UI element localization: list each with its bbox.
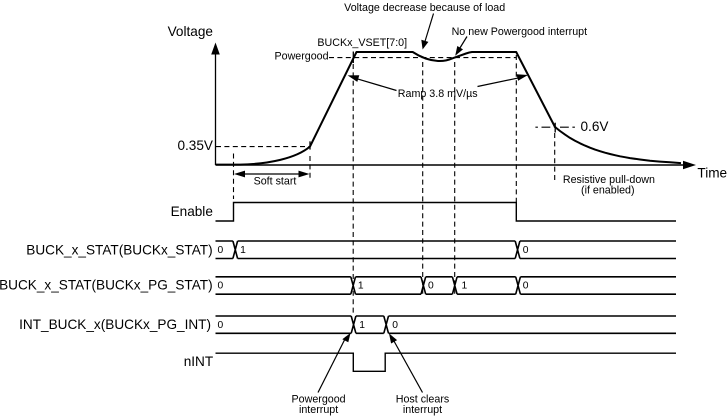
svg-text:INT_BUCK_x(BUCKx_PG_INT): INT_BUCK_x(BUCKx_PG_INT) <box>19 317 211 332</box>
svg-text:0: 0 <box>218 245 224 256</box>
svg-text:No new Powergood interrupt: No new Powergood interrupt <box>452 26 587 38</box>
svg-text:1: 1 <box>358 281 364 292</box>
svg-text:0: 0 <box>523 281 529 292</box>
svg-text:(if enabled): (if enabled) <box>581 185 634 197</box>
svg-text:BUCK_x_STAT(BUCKx_PG_STAT): BUCK_x_STAT(BUCKx_PG_STAT) <box>0 278 213 293</box>
svg-text:nINT: nINT <box>184 354 213 369</box>
svg-text:interrupt: interrupt <box>403 404 442 416</box>
svg-text:1: 1 <box>240 245 246 256</box>
svg-text:Powergood: Powergood <box>292 394 346 406</box>
svg-text:Voltage decrease because of lo: Voltage decrease because of load <box>344 2 505 14</box>
svg-text:0.35V: 0.35V <box>177 138 213 153</box>
svg-text:BUCK_x_STAT(BUCKx_STAT): BUCK_x_STAT(BUCKx_STAT) <box>26 243 212 258</box>
svg-text:0: 0 <box>218 320 224 331</box>
svg-text:0: 0 <box>218 281 224 292</box>
svg-text:Soft start: Soft start <box>254 176 297 188</box>
svg-text:0: 0 <box>392 320 398 331</box>
svg-text:Powergood: Powergood <box>275 51 329 63</box>
svg-text:1: 1 <box>359 320 365 331</box>
svg-text:Time: Time <box>697 166 727 181</box>
svg-text:0: 0 <box>523 245 529 256</box>
svg-text:0: 0 <box>428 281 434 292</box>
svg-text:Ramp 3.8 mV/µs: Ramp 3.8 mV/µs <box>398 88 478 100</box>
svg-text:Host clears: Host clears <box>396 394 449 406</box>
svg-text:Voltage: Voltage <box>168 24 213 39</box>
svg-text:0.6V: 0.6V <box>581 119 609 134</box>
svg-text:Enable: Enable <box>171 204 213 219</box>
svg-text:interrupt: interrupt <box>299 404 338 416</box>
svg-text:BUCKx_VSET[7:0]: BUCKx_VSET[7:0] <box>317 37 407 49</box>
svg-text:1: 1 <box>462 281 468 292</box>
svg-text:Resistive pull-down: Resistive pull-down <box>563 174 655 186</box>
